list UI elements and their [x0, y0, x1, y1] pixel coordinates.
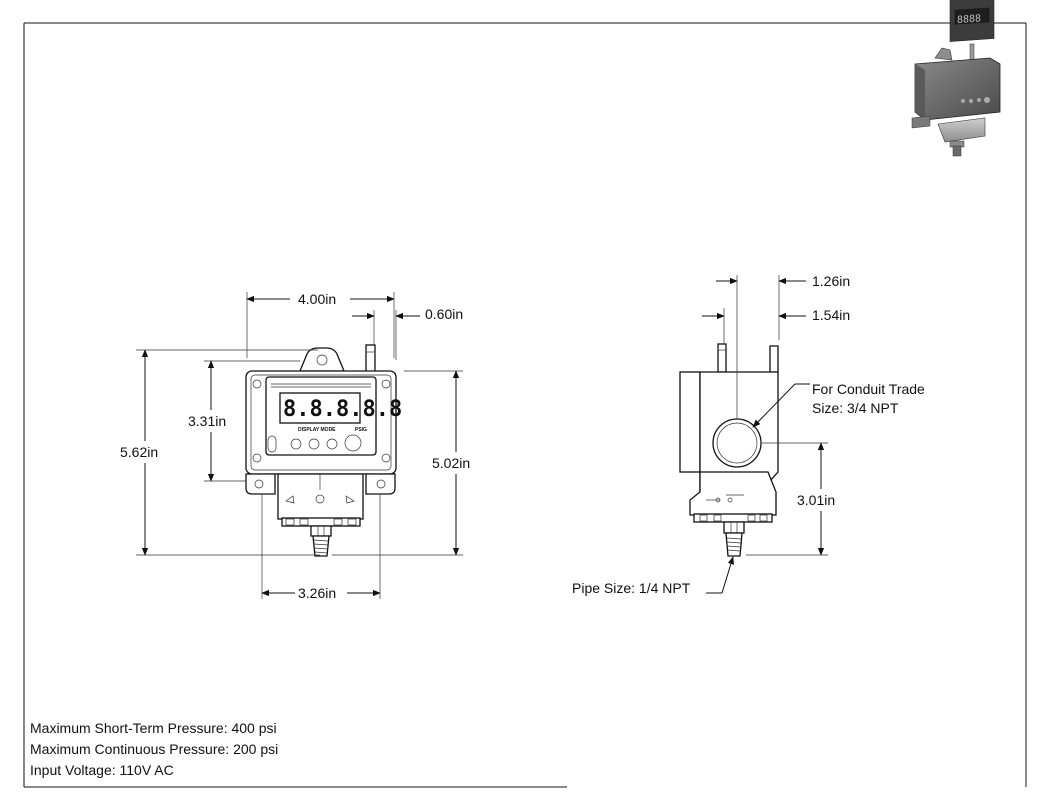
button-1[interactable]	[290, 438, 302, 450]
dim-body-height: 5.02in	[432, 455, 470, 471]
unit-label: PSIG	[355, 427, 367, 433]
side-threaded-nipple	[725, 532, 743, 557]
dim-base-width: 3.26in	[298, 585, 336, 601]
spec-line-1: Maximum Short-Term Pressure: 400 psi	[30, 720, 277, 736]
drawing-border	[23, 22, 1027, 788]
svg-text:8888: 8888	[957, 13, 981, 26]
side-base	[689, 471, 777, 516]
side-view-dimensions: 1.26in 1.54in For Conduit Trade Size: 3/…	[572, 273, 925, 596]
rear-bracket	[769, 345, 779, 373]
antenna-post	[365, 344, 376, 373]
button-2[interactable]	[308, 438, 320, 450]
pipe-callout: Pipe Size: 1/4 NPT	[572, 580, 691, 596]
side-antenna	[717, 343, 727, 373]
bottom-right-ear	[365, 473, 396, 495]
mode-switch[interactable]	[267, 435, 277, 453]
spec-line-2: Maximum Continuous Pressure: 200 psi	[30, 741, 278, 757]
enter-button[interactable]	[344, 434, 362, 452]
dim-total-height: 5.62in	[120, 444, 158, 460]
dim-top-offset: 1.26in	[812, 273, 850, 289]
side-view	[679, 343, 779, 557]
display-mode-label: DISPLAY MODE	[298, 427, 336, 433]
front-cover	[679, 371, 701, 473]
hex-fitting	[310, 525, 332, 537]
dim-second-offset: 1.54in	[812, 307, 850, 323]
top-mounting-ear	[299, 347, 345, 372]
side-hex-fitting	[723, 521, 745, 534]
spec-line-3: Input Voltage: 110V AC	[30, 762, 174, 778]
dim-antenna-offset: 0.60in	[425, 306, 463, 322]
lcd-digits: 8.8.8.8.8	[283, 397, 402, 422]
dim-conduit-height: 3.01in	[797, 492, 835, 508]
front-view: 8.8.8.8.8 DISPLAY MODE PSIG	[245, 344, 402, 557]
front-view-dimensions: 4.00in 0.60in 5.62in 3.31in 5.02in 3.26i…	[120, 291, 470, 601]
conduit-callout-line1: For Conduit Trade	[812, 381, 925, 397]
lcd-window	[279, 392, 361, 424]
dim-width: 4.00in	[298, 291, 336, 307]
button-3[interactable]	[326, 438, 338, 450]
spec-notes: Maximum Short-Term Pressure: 400 psi Max…	[30, 720, 278, 778]
dim-display-height: 3.31in	[188, 413, 226, 429]
sensor-base	[277, 473, 364, 520]
device-thumbnail: 8888	[911, 0, 1001, 157]
bottom-left-ear	[245, 473, 276, 495]
conduit-callout-line2: Size: 3/4 NPT	[812, 400, 899, 416]
